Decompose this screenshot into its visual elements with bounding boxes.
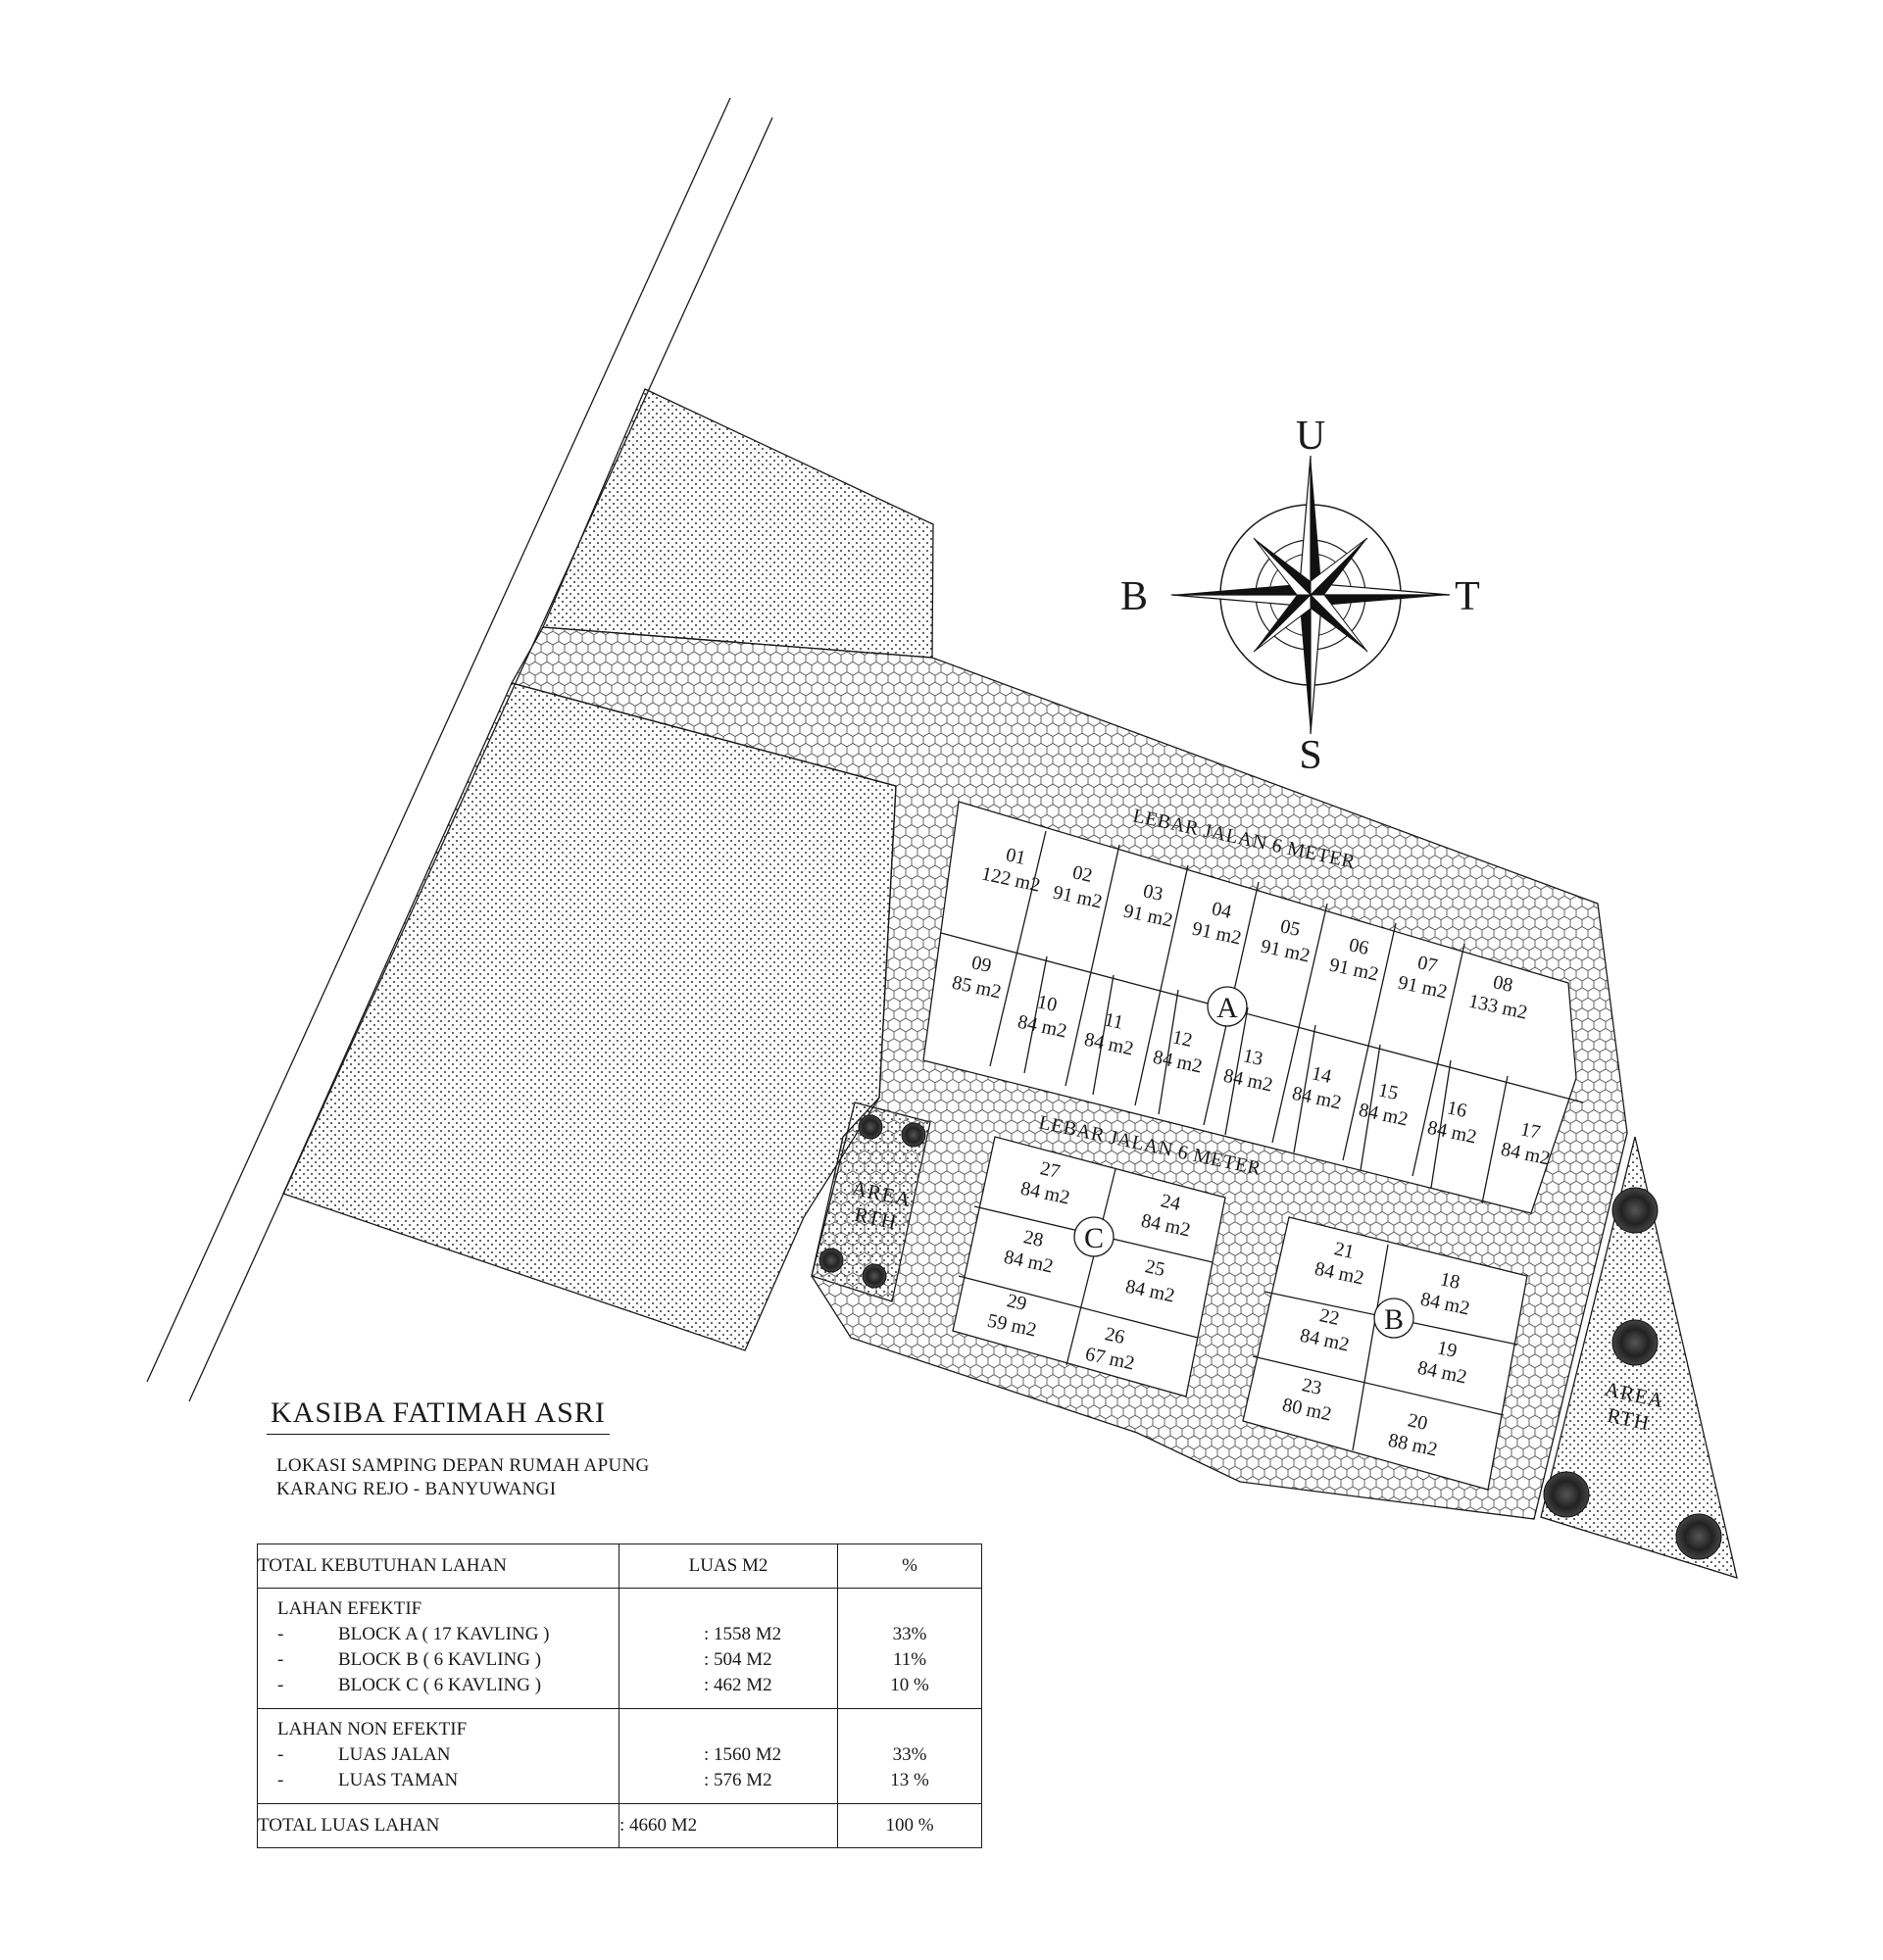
lot-number: 03	[1141, 880, 1164, 906]
block-a	[922, 801, 1577, 1214]
tree-icon	[1611, 1319, 1659, 1366]
header-percent: %	[837, 1544, 982, 1589]
lot-number: 13	[1241, 1045, 1264, 1070]
lot-number: 02	[1070, 861, 1094, 887]
svg-text:A: A	[1216, 992, 1238, 1024]
lot-number: 08	[1491, 971, 1514, 997]
compass-rose-icon: U S T B	[1120, 414, 1480, 778]
title-block: KASIBA FATIMAH ASRI LOKASI SAMPING DEPAN…	[267, 1396, 1012, 1501]
block-a-divisions	[940, 830, 1584, 1204]
vacant-land-north	[542, 388, 934, 659]
lot-number: 15	[1376, 1079, 1400, 1104]
compass-north: U	[1296, 414, 1325, 459]
tree-icon	[1543, 1471, 1590, 1518]
tree-icon	[818, 1248, 844, 1273]
lot-number: 09	[969, 952, 993, 977]
vacant-land-west	[282, 682, 897, 1351]
lot-number: 20	[1406, 1409, 1429, 1435]
lot-number: 19	[1435, 1337, 1459, 1362]
table-row: -BLOCK B ( 6 KAVLING )	[277, 1649, 542, 1670]
table-row: -LUAS JALAN	[277, 1744, 451, 1765]
block-marker-a: A	[1207, 986, 1248, 1027]
percent-value: 33%	[892, 1744, 927, 1765]
lot-number: 27	[1038, 1157, 1062, 1183]
tree-icon	[862, 1263, 887, 1289]
percent-value: 33%	[892, 1624, 927, 1644]
total-area: : 4660 M2	[619, 1803, 838, 1848]
percent-value: 13 %	[890, 1770, 929, 1790]
block-marker-c: C	[1073, 1216, 1115, 1257]
table-row-non-effective: LAHAN NON EFEKTIF -LUAS JALAN -LUAS TAMA…	[257, 1708, 982, 1804]
project-title: KASIBA FATIMAH ASRI	[267, 1396, 610, 1435]
table-row: -BLOCK A ( 17 KAVLING )	[277, 1624, 550, 1644]
lot-number: 22	[1317, 1304, 1341, 1330]
lot-number: 24	[1159, 1190, 1182, 1215]
lot-number: 06	[1347, 934, 1370, 959]
group-title: LAHAN EFEKTIF	[277, 1598, 422, 1619]
lot-number: 05	[1278, 915, 1302, 941]
area-value: : 462 M2	[704, 1675, 772, 1695]
project-location: LOKASI SAMPING DEPAN RUMAH APUNG KARANG …	[276, 1454, 1012, 1501]
lot-number: 16	[1445, 1097, 1468, 1122]
svg-text:B: B	[1384, 1303, 1404, 1336]
location-line: LOKASI SAMPING DEPAN RUMAH APUNG	[276, 1455, 650, 1476]
lot-number: 01	[1004, 844, 1027, 869]
lot-number: 26	[1103, 1323, 1126, 1348]
lot-number: 18	[1438, 1268, 1462, 1294]
group-title: LAHAN NON EFEKTIF	[277, 1719, 468, 1740]
total-label: TOTAL LUAS LAHAN	[257, 1803, 619, 1848]
tree-icons	[818, 1114, 1722, 1560]
table-header-row: TOTAL KEBUTUHAN LAHAN LUAS M2 %	[257, 1544, 982, 1589]
land-area-table: TOTAL KEBUTUHAN LAHAN LUAS M2 % LAHAN EF…	[257, 1544, 982, 1848]
location-line: KARANG REJO - BANYUWANGI	[276, 1479, 557, 1499]
lot-number: 25	[1143, 1255, 1166, 1281]
svg-text:C: C	[1084, 1222, 1104, 1254]
header-area: LUAS M2	[619, 1544, 838, 1589]
lot-number: 11	[1103, 1008, 1125, 1034]
tree-icon	[858, 1114, 883, 1140]
area-value: : 576 M2	[704, 1770, 772, 1790]
lot-number: 10	[1035, 991, 1059, 1016]
total-percent: 100 %	[837, 1803, 982, 1848]
compass-south: S	[1299, 733, 1321, 778]
lot-number: 04	[1210, 898, 1233, 923]
compass-west: B	[1120, 574, 1148, 619]
area-value: : 1558 M2	[704, 1624, 782, 1644]
green-area-label-east: AREA RTH	[1603, 1377, 1666, 1435]
lot-number: 23	[1300, 1374, 1323, 1399]
block-marker-b: B	[1373, 1298, 1414, 1339]
header-requirement: TOTAL KEBUTUHAN LAHAN	[257, 1544, 619, 1589]
tree-icon	[1611, 1187, 1659, 1234]
tree-icon	[1675, 1513, 1722, 1560]
tree-icon	[901, 1122, 926, 1148]
table-row: -LUAS TAMAN	[277, 1770, 459, 1790]
lot-number: 29	[1005, 1290, 1028, 1315]
compass-east: T	[1455, 574, 1480, 619]
block-c	[952, 1136, 1226, 1397]
lot-number: 07	[1415, 952, 1439, 977]
lot-number: 14	[1310, 1062, 1333, 1088]
table-total-row: TOTAL LUAS LAHAN : 4660 M2 100 %	[257, 1803, 982, 1848]
table-row: -BLOCK C ( 6 KAVLING )	[277, 1675, 542, 1695]
lot-number: 17	[1518, 1118, 1542, 1144]
block-b	[1242, 1216, 1528, 1491]
area-value: : 1560 M2	[704, 1744, 782, 1765]
lot-number: 12	[1170, 1026, 1194, 1052]
percent-value: 10 %	[890, 1675, 929, 1695]
percent-value: 11%	[892, 1649, 927, 1670]
table-row-effective: LAHAN EFEKTIF -BLOCK A ( 17 KAVLING ) -B…	[257, 1588, 982, 1709]
lot-number: 28	[1021, 1226, 1045, 1251]
area-value: : 504 M2	[704, 1649, 772, 1670]
lot-number: 21	[1332, 1238, 1356, 1263]
